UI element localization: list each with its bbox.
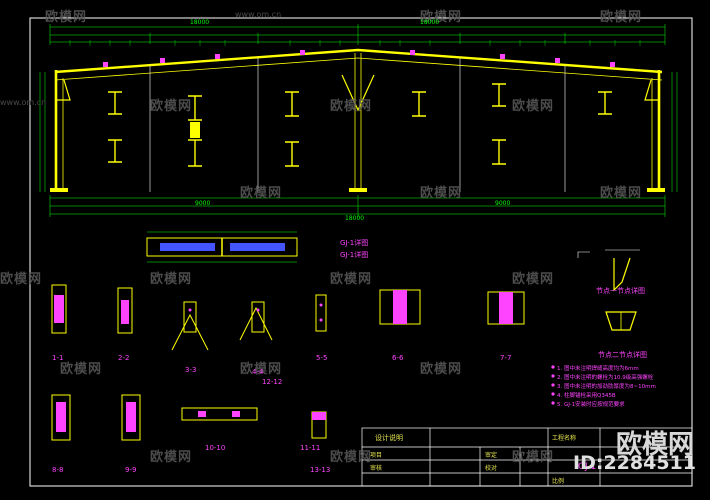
dim-text: 9000 bbox=[195, 200, 211, 207]
title-block-heading: 设计说明 bbox=[375, 434, 403, 442]
watermark-brand: 欧模网 bbox=[420, 10, 463, 25]
watermark-brand: 欧模网 bbox=[45, 10, 88, 25]
inbay-sections bbox=[108, 83, 612, 167]
title-block-scale: 比例 bbox=[552, 478, 565, 485]
watermark-brand: 欧模网 bbox=[420, 186, 463, 201]
note-line: 2. 图中未注明的螺栓为10.9级高强螺栓 bbox=[557, 375, 654, 381]
watermark-brand: 欧模网 bbox=[150, 272, 193, 287]
watermark-brand: 欧模网 bbox=[512, 272, 555, 287]
frame-title: GJ-1详图 bbox=[340, 239, 369, 247]
watermark-brand: 欧模网 bbox=[600, 186, 643, 201]
node-detail-1 bbox=[577, 249, 640, 292]
title-block-row: 项目 bbox=[370, 452, 383, 459]
title-block bbox=[361, 427, 693, 487]
corner-brand-logo: 欧模网 bbox=[615, 430, 694, 460]
joint-details-row bbox=[51, 284, 525, 351]
watermark-brand: 欧模网 bbox=[150, 99, 193, 114]
section-label: 7-7 bbox=[500, 354, 512, 362]
section-label: 6-6 bbox=[392, 354, 404, 362]
drawing-border bbox=[29, 17, 693, 487]
watermark-brand: 欧模网 bbox=[512, 450, 555, 465]
beam-detail bbox=[146, 231, 298, 263]
dim-text: 18000 bbox=[420, 19, 440, 26]
dim-text: 9000 bbox=[495, 200, 511, 207]
watermark-brand: 欧模网 bbox=[330, 450, 373, 465]
note-line: 5. GJ-1安装时应按规范要求 bbox=[557, 402, 625, 408]
section-label: 8-8 bbox=[52, 466, 64, 474]
section-label: 11-11 bbox=[300, 444, 321, 452]
section-label: 5-5 bbox=[316, 354, 328, 362]
watermark-brand: 欧模网 bbox=[330, 272, 373, 287]
watermark-brand: 欧模网 bbox=[330, 99, 373, 114]
dim-text: 18000 bbox=[345, 215, 365, 222]
watermark-brand: 欧模网 bbox=[240, 186, 283, 201]
section-label: 3-3 bbox=[185, 366, 197, 374]
section-label: 4-4 bbox=[252, 368, 264, 376]
watermark-brand: 欧模网 bbox=[60, 362, 103, 377]
section-label: 2-2 bbox=[118, 354, 130, 362]
portal-frame-elevation bbox=[39, 24, 678, 217]
watermark-brand: 欧模网 bbox=[150, 450, 193, 465]
watermark-brand: 欧模网 bbox=[0, 272, 43, 287]
section-label: 10-10 bbox=[205, 444, 226, 452]
note-line: 1. 图中未注明焊缝高度均为6mm bbox=[557, 366, 639, 372]
note-line: 3. 图中未注明的加劲肋厚度为8~10mm bbox=[557, 384, 656, 390]
dim-text: 18000 bbox=[190, 19, 210, 26]
title-block-row: 审定 bbox=[485, 452, 498, 459]
detail-label: 节点一节点详图 bbox=[596, 287, 645, 295]
title-block-project: 工程名称 bbox=[552, 435, 577, 442]
section-label: 12-12 bbox=[262, 378, 283, 386]
watermark-url: www.om.cn bbox=[0, 98, 47, 107]
watermark-brand: 欧模网 bbox=[600, 10, 643, 25]
bottom-sections bbox=[51, 394, 327, 441]
section-label: 9-9 bbox=[125, 466, 137, 474]
watermark-brand: 欧模网 bbox=[240, 362, 283, 377]
node-detail-2 bbox=[605, 311, 637, 331]
frame-title-2: GJ-1详图 bbox=[340, 251, 369, 259]
note-line: 4. 柱脚锚栓采用Q345B bbox=[557, 393, 616, 399]
title-block-drawing-no: GJ-1 bbox=[578, 462, 597, 472]
watermark-url: www.om.cn bbox=[235, 10, 282, 19]
watermark-brand: 欧模网 bbox=[420, 362, 463, 377]
title-block-row: 审核 bbox=[370, 465, 383, 472]
title-block-row: 校对 bbox=[485, 465, 498, 472]
corner-id: ID:2284511 bbox=[573, 452, 696, 474]
section-label: 13-13 bbox=[310, 466, 331, 474]
section-label: 1-1 bbox=[52, 354, 64, 362]
watermark-brand: 欧模网 bbox=[512, 99, 555, 114]
detail-label: 节点二节点详图 bbox=[598, 351, 647, 359]
